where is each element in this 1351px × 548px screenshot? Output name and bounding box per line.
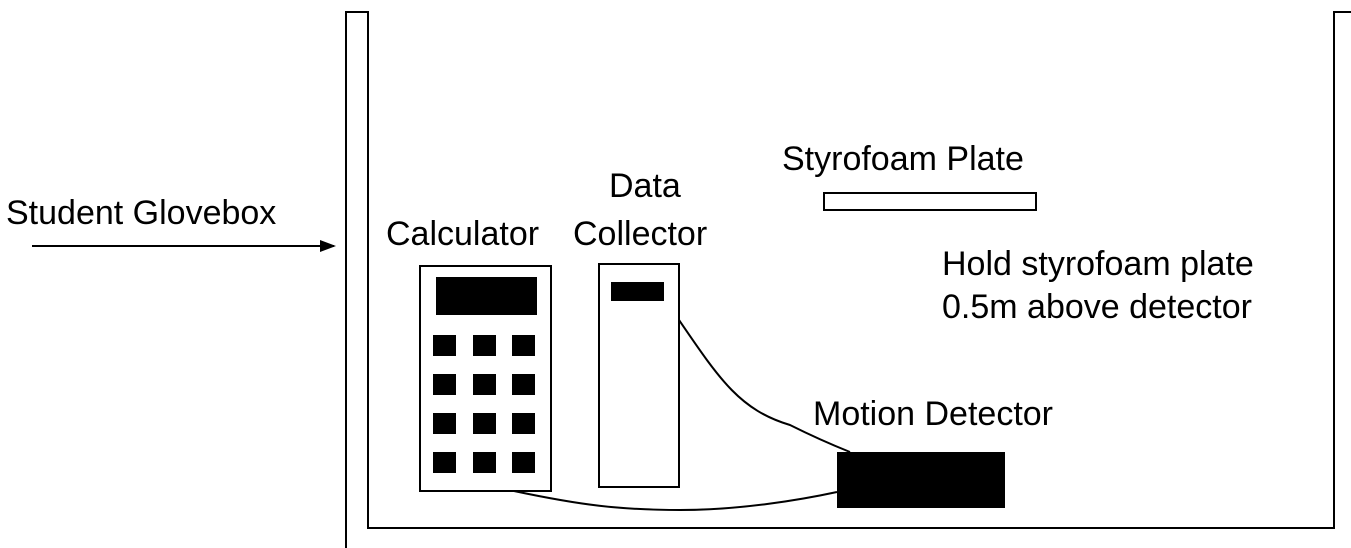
instruction-line-2: 0.5m above detector: [942, 288, 1252, 326]
data-collector-cable: [678, 319, 851, 453]
calculator-keys: [433, 335, 535, 473]
data-collector-label-line-2: Collector: [573, 215, 707, 253]
glovebox-label: Student Glovebox: [6, 194, 276, 232]
instruction-line-1: Hold styrofoam plate: [942, 245, 1254, 283]
data-collector-screen: [611, 282, 664, 301]
data-collector-label-line-1: Data: [609, 167, 681, 205]
calculator-label: Calculator: [386, 215, 539, 253]
styrofoam-plate: [823, 192, 1037, 211]
glovebox-outline: [345, 11, 1351, 548]
glovebox-arrow: [32, 240, 336, 252]
calculator-screen: [436, 277, 537, 315]
plate-label: Styrofoam Plate: [782, 140, 1024, 178]
calculator: [419, 265, 552, 492]
motion-detector: [837, 452, 1005, 508]
calculator-cable: [513, 490, 838, 512]
motion-detector-label: Motion Detector: [813, 395, 1053, 433]
data-collector: [598, 263, 680, 488]
